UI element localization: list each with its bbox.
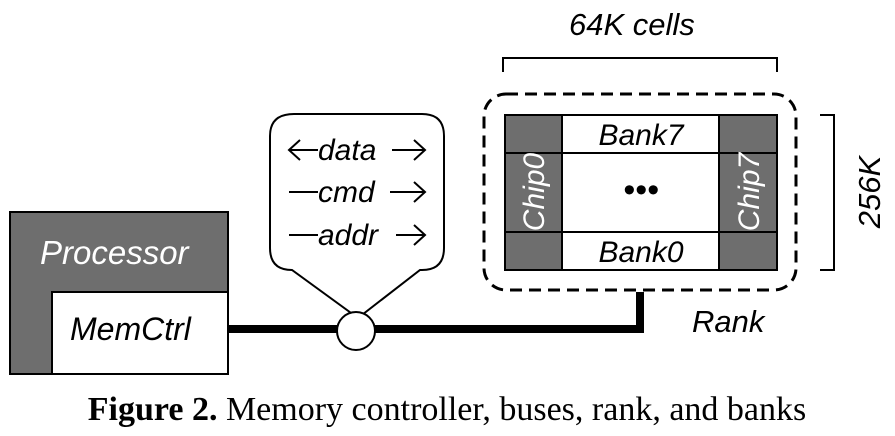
- chip7-column: [718, 114, 778, 271]
- cmd-signal: cmd: [289, 176, 427, 209]
- caption-text: Memory controller, buses, rank, and bank…: [217, 391, 806, 428]
- height-label: 256K: [852, 154, 887, 229]
- figure-caption: Figure 2. Memory controller, buses, rank…: [88, 391, 806, 428]
- width-bracket: [502, 57, 778, 72]
- rank-boundary: [482, 92, 798, 292]
- bank0-label: Bank0: [598, 236, 683, 269]
- addr-signal: addr: [289, 219, 427, 252]
- cmd-label: cmd: [318, 176, 376, 209]
- chip7-label: Chip7: [733, 151, 766, 231]
- bus-callout: [269, 113, 445, 320]
- width-label: 64K cells: [569, 7, 695, 42]
- data-label: data: [318, 134, 376, 167]
- rank-label: Rank: [692, 304, 766, 339]
- data-right-arrowhead: [413, 139, 427, 161]
- height-bracket: [820, 114, 835, 271]
- processor-label: Processor: [40, 234, 191, 271]
- chip0-column: [504, 114, 563, 271]
- data-left-arrowhead: [287, 139, 301, 161]
- memory-bus-line: [228, 292, 644, 333]
- bus-magnifier-circle: [336, 311, 376, 351]
- cmd-arrowhead: [413, 181, 427, 203]
- data-signal: data: [287, 134, 427, 167]
- chip0-label: Chip0: [518, 152, 551, 231]
- memctrl-block: [51, 291, 229, 375]
- bank7-label: Bank7: [598, 119, 684, 152]
- addr-arrowhead: [413, 224, 427, 246]
- memctrl-label: MemCtrl: [70, 311, 192, 347]
- bank-ellipsis: •••: [623, 171, 659, 209]
- addr-label: addr: [318, 219, 379, 252]
- caption-prefix: Figure 2.: [88, 391, 218, 428]
